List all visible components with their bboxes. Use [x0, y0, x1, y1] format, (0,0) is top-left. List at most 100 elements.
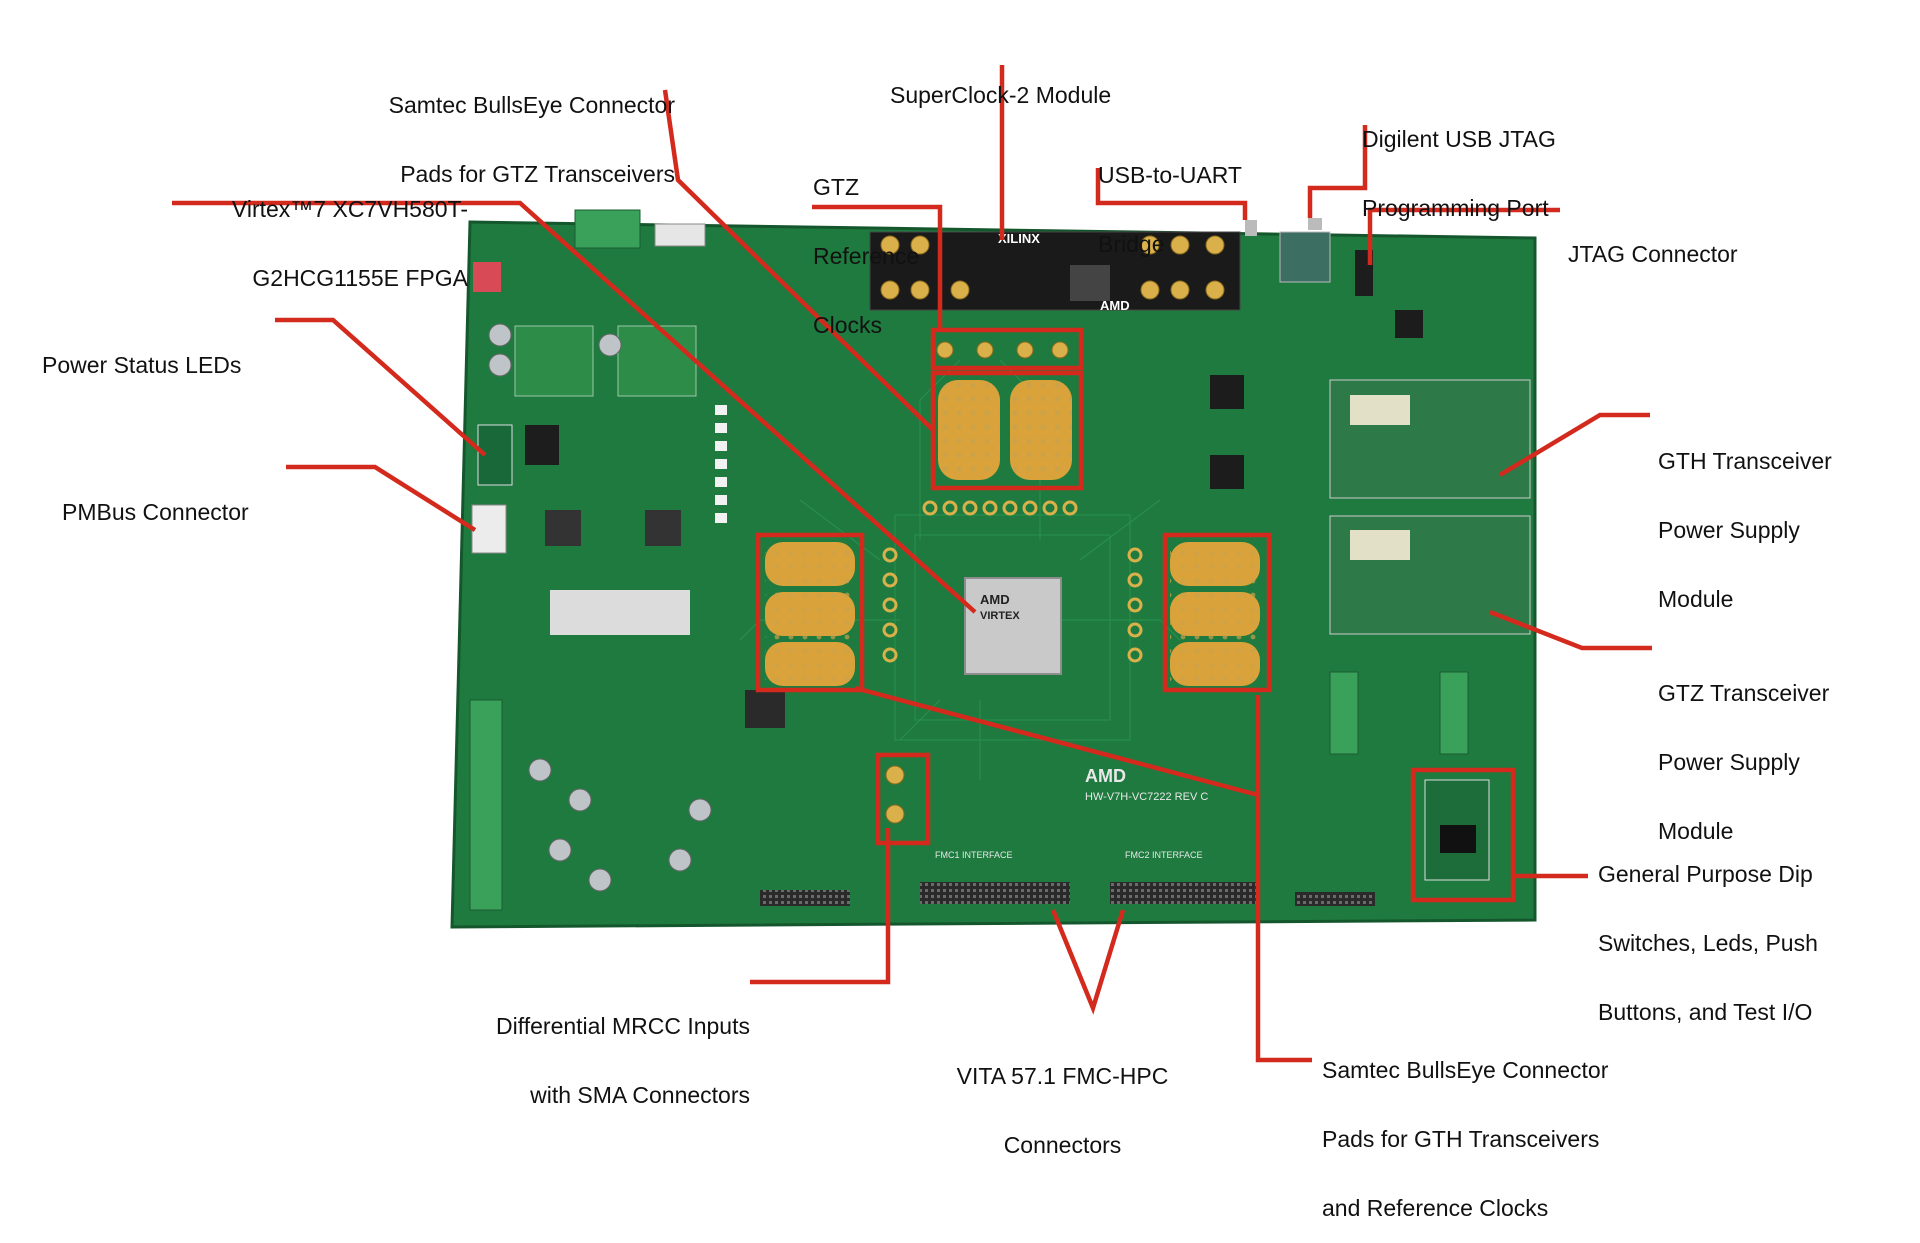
label-digilent: Digilent USB JTAG Programming Port — [1362, 82, 1556, 243]
label-mrcc-line1: Differential MRCC Inputs — [496, 1013, 750, 1039]
label-bullseye-gth: Samtec BullsEye Connector Pads for GTH T… — [1322, 1013, 1608, 1243]
board-model-silk: HW-V7H-VC7222 REV C — [1085, 791, 1208, 803]
label-bullseye-gth-line2: Pads for GTH Transceivers — [1322, 1126, 1600, 1152]
label-gth-power-line2: Power Supply — [1658, 517, 1800, 543]
callout-line-fmc — [1050, 909, 1126, 1015]
label-jtag: JTAG Connector — [1568, 197, 1738, 289]
label-gth-power: GTH Transceiver Power Supply Module — [1658, 404, 1832, 634]
dip-switch-left — [525, 425, 559, 465]
label-fmc-line2: Connectors — [1003, 1132, 1122, 1158]
gth-bullseye-pads-left — [765, 542, 855, 686]
power-module-1 — [514, 325, 594, 397]
label-bullseye-gtz: Samtec BullsEye Connector Pads for GTZ T… — [340, 48, 675, 209]
label-mrcc-line2: with SMA Connectors — [530, 1082, 750, 1108]
board-brand-silk: AMD — [1085, 766, 1126, 786]
board-brand-top: AMD — [1100, 298, 1130, 313]
mrcc-sma-1 — [885, 765, 905, 785]
label-fmc: VITA 57.1 FMC-HPC Connectors — [930, 1019, 1195, 1180]
callout-line-jtag — [1367, 207, 1560, 265]
controller-chip-1 — [545, 510, 581, 546]
jtag-chip — [1395, 310, 1423, 338]
sma-connectors-top — [880, 235, 1225, 359]
gth-right-box — [1162, 532, 1272, 693]
label-digilent-line2: Programming Port — [1362, 195, 1549, 221]
pmbus-connector-part — [471, 504, 507, 554]
fan-connector — [654, 223, 706, 247]
callout-line-gtz-power — [1489, 609, 1652, 651]
gth-left-box — [755, 532, 865, 693]
fpga-chip: AMD VIRTEX — [964, 577, 1062, 675]
label-fpga: Virtex™7 XC7VH580T- G2HCG1155E FPGA — [150, 152, 468, 313]
label-pmbus: PMBus Connector — [62, 455, 249, 547]
callout-line-gth-power — [1498, 412, 1650, 477]
callout-line-power-leds — [275, 317, 487, 457]
gth-module-inductors — [1350, 395, 1410, 425]
label-fmc-line1: VITA 57.1 FMC-HPC — [956, 1063, 1169, 1089]
terminal-block-right-1 — [1329, 671, 1359, 755]
sideband-connector — [1295, 892, 1375, 906]
fmc2-connector — [1110, 882, 1260, 904]
gtz-ref-clock-box — [930, 327, 1084, 371]
callout-lines — [172, 65, 1652, 1063]
superclock-chip — [1070, 265, 1110, 301]
callout-line-usb-uart — [1095, 168, 1248, 220]
ring-connectors — [882, 500, 1143, 663]
terminal-block-right-2 — [1439, 671, 1469, 755]
label-gpio-line1: General Purpose Dip — [1598, 861, 1813, 887]
label-mrcc: Differential MRCC Inputs with SMA Connec… — [440, 969, 750, 1130]
label-digilent-line1: Digilent USB JTAG — [1362, 126, 1556, 152]
label-gth-power-line3: Module — [1658, 586, 1734, 612]
power-module-4 — [620, 590, 690, 635]
capacitors — [488, 323, 712, 892]
label-gtz-power-line3: Module — [1658, 818, 1734, 844]
pcb-board: XILINX AMD — [450, 209, 1537, 929]
gth-bullseye-pads-right — [1170, 542, 1260, 686]
power-input-connector — [574, 209, 641, 249]
label-bullseye-gtz-line2: Pads for GTZ Transceivers — [400, 161, 675, 187]
led-column — [715, 405, 727, 523]
fmc1-silk: FMC1 INTERFACE — [935, 850, 1013, 860]
label-gtz-ref: GTZ Reference Clocks — [813, 130, 919, 360]
label-superclock-line1: SuperClock-2 Module — [890, 82, 1112, 108]
callout-line-fpga — [172, 200, 977, 614]
gtz-module-inductors — [1350, 530, 1410, 560]
label-gpio-line2: Switches, Leds, Push — [1598, 930, 1818, 956]
fmc1-connector — [920, 882, 1070, 904]
label-bullseye-gth-line3: and Reference Clocks — [1322, 1195, 1549, 1221]
fpga-series: VIRTEX — [980, 610, 1020, 622]
callout-line-bullseye-gtz — [662, 89, 937, 434]
power-module-3 — [550, 590, 620, 635]
power-module-2 — [617, 325, 697, 397]
diagram-stage: XILINX AMD — [42, 48, 1832, 1220]
label-jtag-line1: JTAG Connector — [1568, 241, 1738, 267]
fmc2-silk: FMC2 INTERFACE — [1125, 850, 1203, 860]
label-fpga-line1: Virtex™7 XC7VH580T- — [231, 196, 468, 222]
mrcc-box — [875, 752, 931, 846]
gtz-bullseye-box — [930, 370, 1084, 491]
label-pmbus-line1: PMBus Connector — [62, 499, 249, 525]
callout-line-digilent — [1307, 125, 1368, 218]
mrcc-sma-2 — [885, 804, 905, 824]
aux-chip-1 — [1210, 375, 1244, 409]
gpio-box — [1410, 767, 1516, 903]
label-gtz-ref-line2: Reference — [813, 243, 920, 269]
callout-line-gtz-ref — [812, 204, 943, 330]
label-fpga-line2: G2HCG1155E FPGA — [252, 265, 468, 291]
usb-jtag-module — [1279, 231, 1331, 283]
label-gtz-power-line1: GTZ Transceiver — [1658, 680, 1830, 706]
callout-boxes — [755, 327, 1516, 903]
callout-line-bullseye-gth — [1255, 695, 1312, 1063]
callout-line-mrcc — [750, 828, 891, 985]
callout-line-bullseye-gth-left — [854, 685, 1259, 798]
gpio-dip-switch — [1440, 825, 1476, 853]
fpga-brand: AMD — [980, 592, 1010, 607]
label-usb-uart-line1: USB-to-UART — [1098, 162, 1242, 188]
label-gpio: General Purpose Dip Switches, Leds, Push… — [1598, 817, 1818, 1047]
label-usb-uart: USB-to-UART Bridge — [1098, 118, 1242, 279]
label-bullseye-gth-line1: Samtec BullsEye Connector — [1322, 1057, 1609, 1083]
label-usb-uart-line2: Bridge — [1098, 231, 1165, 257]
label-power-leds-line1: Power Status LEDs — [42, 352, 242, 378]
superclock-brand: XILINX — [998, 231, 1040, 246]
usb-uart-port — [1245, 220, 1257, 236]
label-power-leds: Power Status LEDs — [42, 308, 241, 400]
